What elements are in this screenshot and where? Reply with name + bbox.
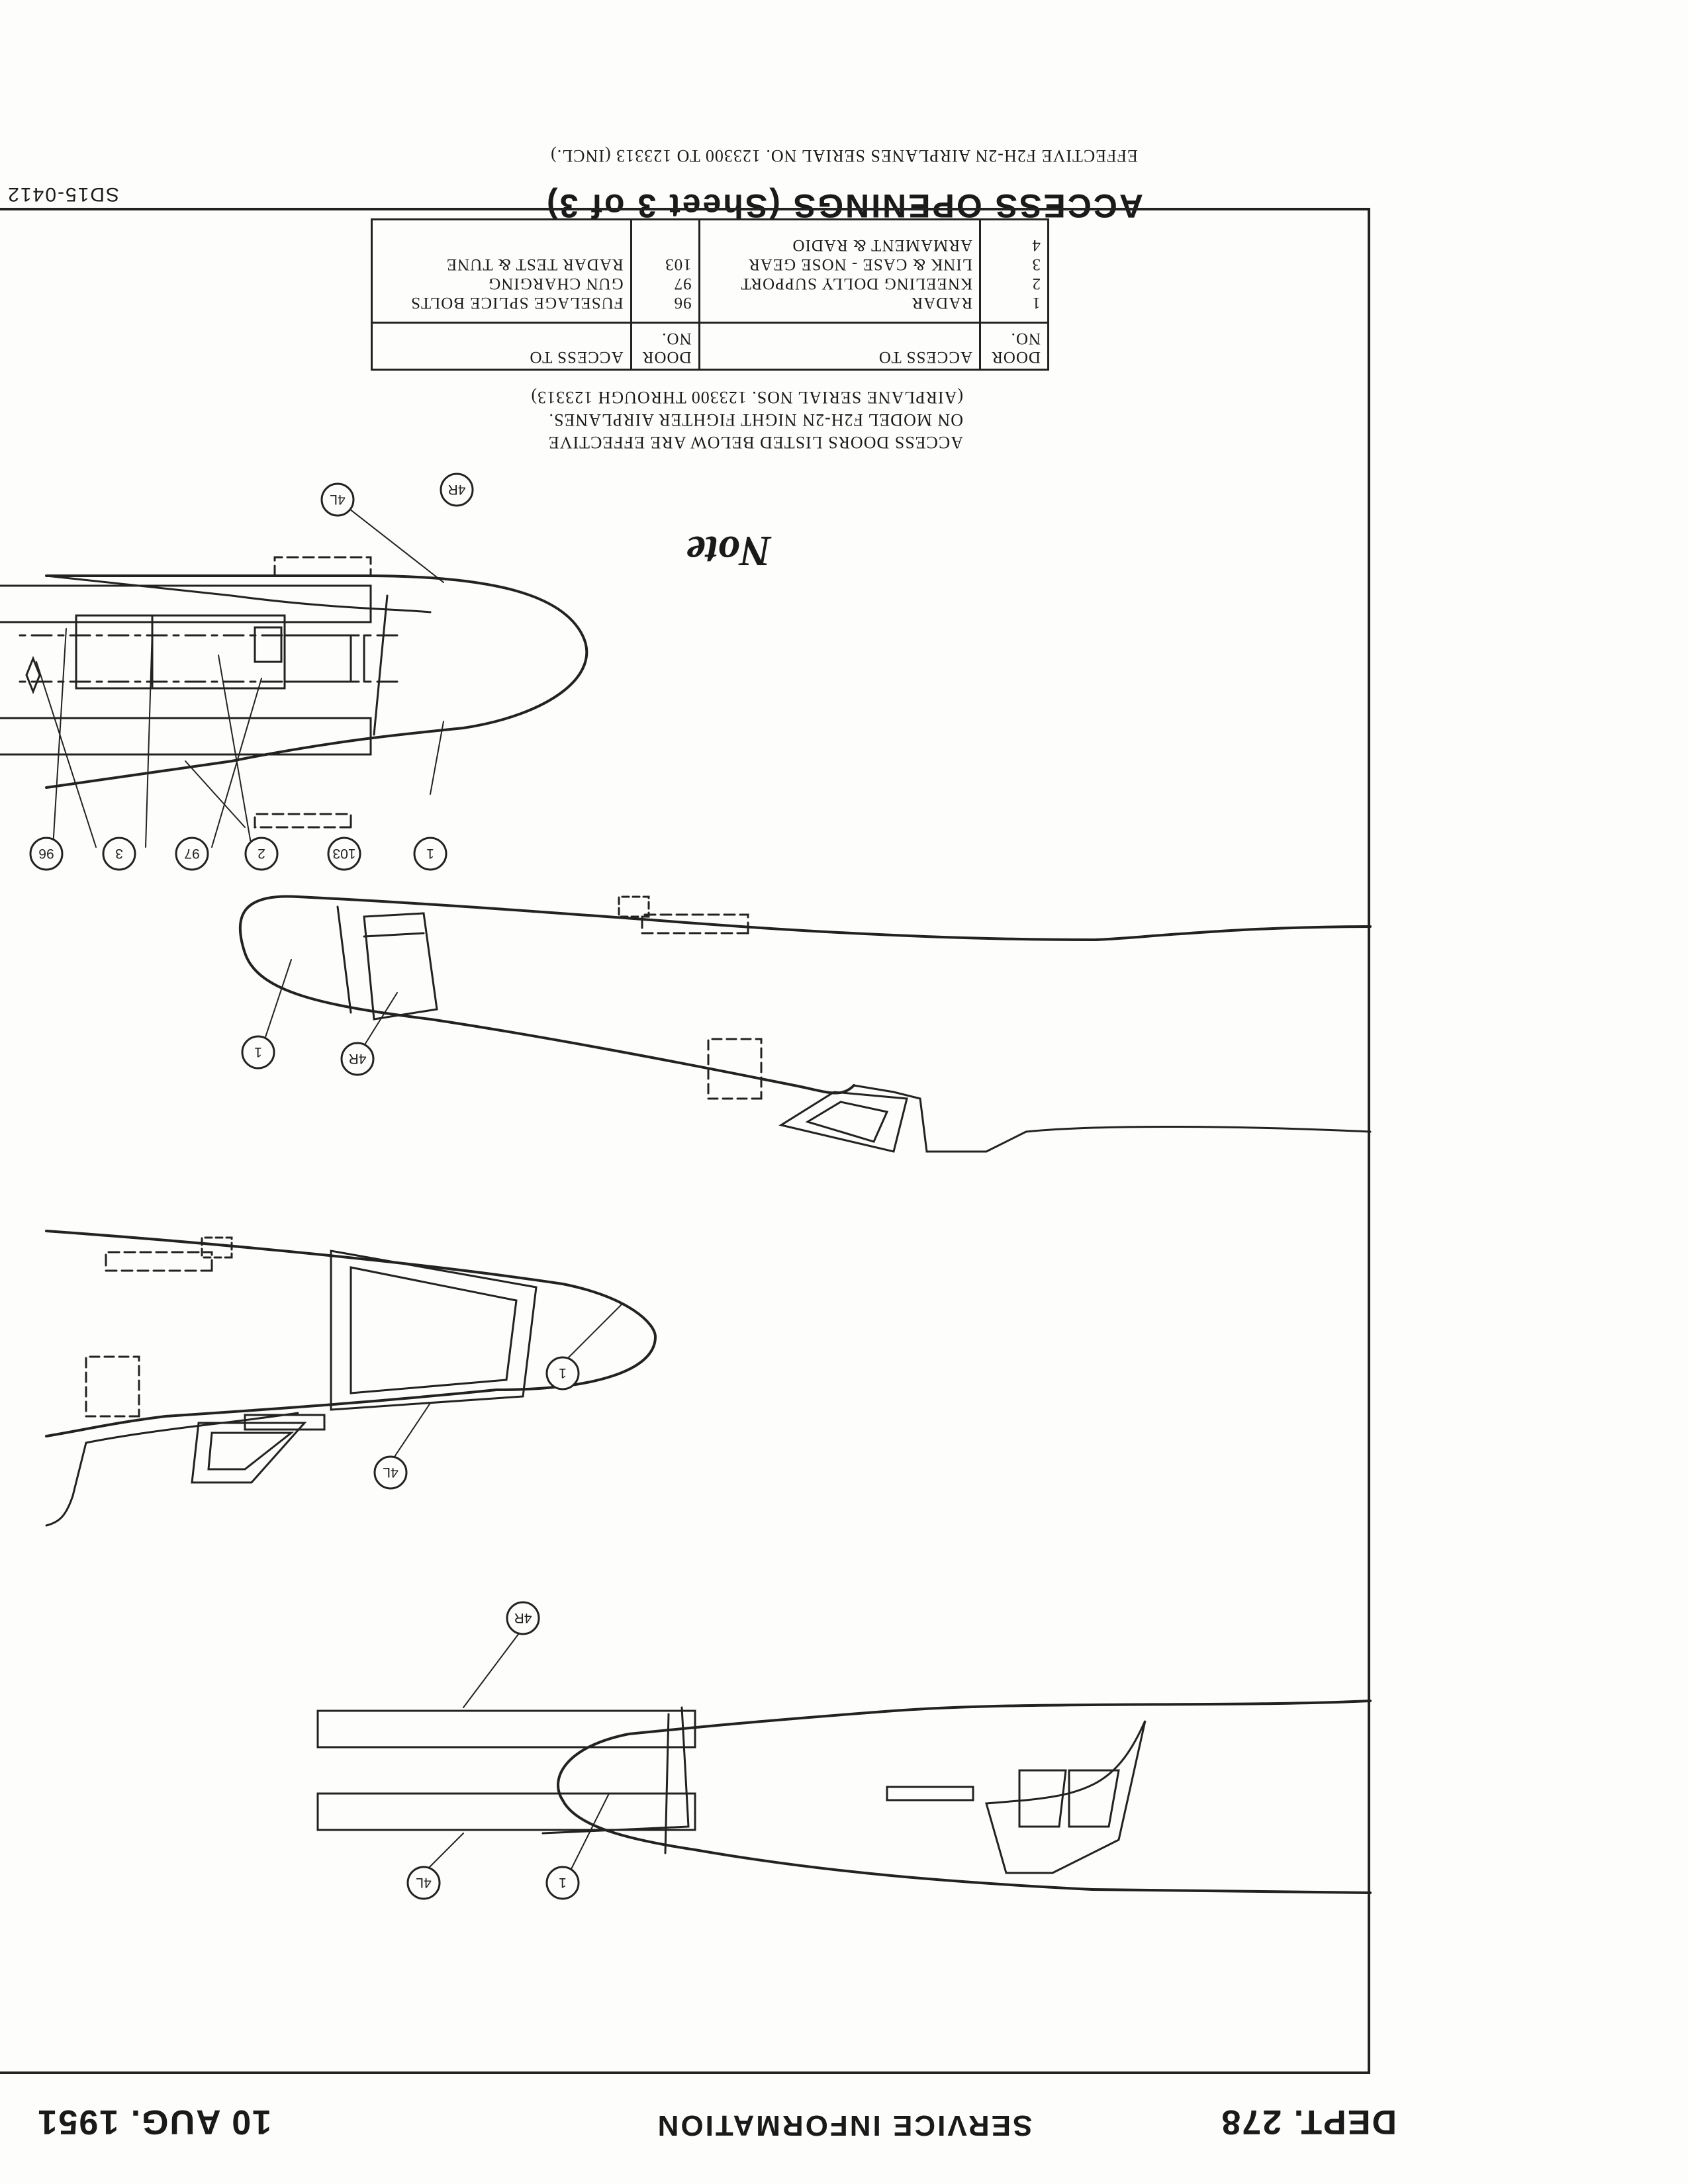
top-view: 1 4L 4R — [316, 1601, 1372, 1900]
access-to-header: ACCESS TO — [371, 322, 632, 370]
door-access: ARMAMENT & RADIO — [792, 236, 973, 254]
door-no-header: DOOR NO. — [980, 322, 1049, 370]
callout-label: 97 — [184, 846, 199, 861]
door-access: RADAR — [911, 294, 972, 312]
door-no-header: DOOR NO. — [631, 322, 700, 370]
door-access-left: RADAR KNEELING DOLLY SUPPORT LINK & CASE… — [699, 219, 980, 323]
door-numbers-left: 1 2 3 4 — [980, 219, 1049, 323]
callout-label: 1 — [559, 1875, 567, 1890]
access-to-header: ACCESS TO — [699, 322, 980, 370]
door-no: 3 — [1031, 255, 1041, 273]
callout-circle — [406, 1866, 441, 1900]
callout-circle — [440, 473, 474, 507]
door-no: 97 — [673, 275, 692, 293]
door-access: FUSELAGE SPLICE BOLTS — [410, 294, 624, 312]
door-access: KNEELING DOLLY SUPPORT — [740, 275, 972, 293]
date-label: 10 AUG. 1951 — [36, 2103, 271, 2141]
left-side-callouts: 1 4L — [373, 1356, 580, 1490]
left-side-view: 1 4L — [45, 1230, 657, 1527]
callout-label: 103 — [332, 846, 355, 861]
callout-label: 4R — [448, 482, 466, 497]
callout-label: 96 — [38, 846, 54, 861]
callout-circle — [175, 837, 209, 871]
top-view-callouts: 1 4L 4R — [406, 1601, 580, 1900]
callout-circle — [102, 837, 136, 871]
door-numbers-right: 96 97 103 — [631, 219, 700, 323]
note-heading: Note — [686, 527, 771, 575]
note-line: ON MODEL F2H-2N NIGHT FIGHTER AIRPLANES. — [548, 410, 963, 430]
door-access: LINK & CASE - NOSE GEAR — [748, 255, 972, 273]
callout-label: 1 — [254, 1044, 262, 1060]
callout-circle — [373, 1455, 408, 1490]
door-access: RADAR TEST & TUNE — [445, 255, 624, 273]
callout-label: 4L — [330, 492, 345, 507]
access-door-table: DOOR NO. ACCESS TO DOOR NO. ACCESS TO 1 … — [371, 218, 1049, 371]
callout-label: 4R — [514, 1610, 532, 1625]
door-access: GUN CHARGING — [488, 275, 624, 293]
right-side-callouts: 1 4R — [241, 1035, 375, 1076]
note-line: ACCESS DOORS LISTED BELOW ARE EFFECTIVE — [547, 433, 963, 452]
bottom-view-callouts: 1 103 2 97 3 96 4L 4R — [29, 473, 474, 871]
door-no: 96 — [673, 294, 692, 312]
callout-circle — [413, 837, 447, 871]
callout-circle — [327, 837, 361, 871]
callout-label: 3 — [115, 846, 123, 861]
callout-label: 2 — [258, 846, 265, 861]
callout-label: 4R — [349, 1051, 367, 1066]
callout-circle — [320, 482, 355, 517]
bottom-view: 1 103 2 97 3 96 4L 4R — [0, 473, 588, 871]
callout-circle — [545, 1356, 580, 1390]
door-no: 2 — [1031, 275, 1041, 293]
callout-circle — [340, 1042, 375, 1076]
callout-circle — [29, 837, 64, 871]
callout-circle — [506, 1601, 540, 1635]
door-no: 1 — [1031, 294, 1041, 312]
callout-circle — [244, 837, 279, 871]
callout-label: 1 — [426, 846, 434, 861]
callout-label: 4L — [383, 1465, 398, 1480]
right-side-view: 1 4R — [238, 895, 1372, 1153]
note-text: ACCESS DOORS LISTED BELOW ARE EFFECTIVE … — [308, 386, 963, 453]
callout-label: 4L — [416, 1875, 431, 1890]
callout-label: 1 — [559, 1365, 567, 1381]
callout-circle — [241, 1035, 275, 1069]
callout-circle — [545, 1866, 580, 1900]
door-access-right: FUSELAGE SPLICE BOLTS GUN CHARGING RADAR… — [371, 219, 632, 323]
door-no: 103 — [665, 255, 692, 273]
door-no: 4 — [1031, 236, 1041, 254]
note-line: (AIRPLANE SERIAL NOS. 123300 THROUGH 123… — [530, 388, 963, 407]
